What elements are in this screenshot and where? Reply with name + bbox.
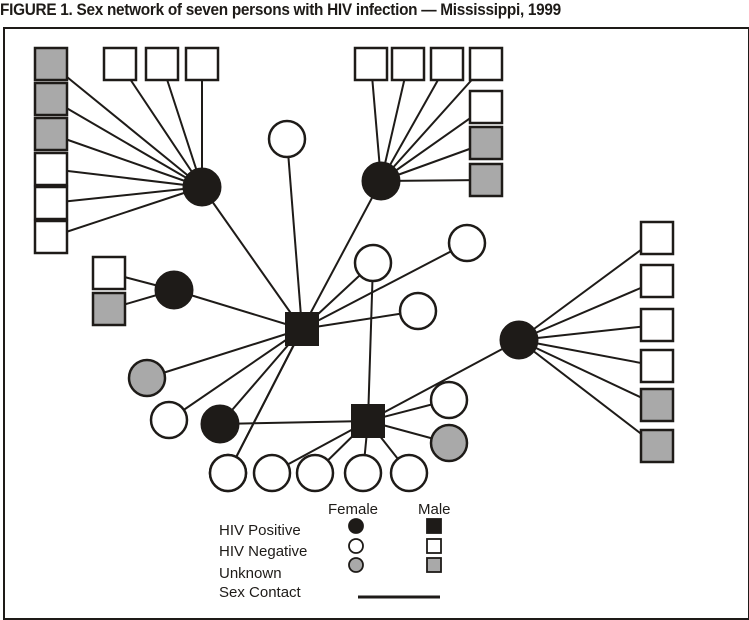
male-negative-node — [639, 307, 675, 343]
male-unknown-node — [639, 387, 675, 423]
female-unknown-node — [127, 358, 167, 398]
legend-female-unknown-symbol — [348, 557, 364, 573]
male-positive-node — [351, 404, 385, 438]
female-negative-node — [429, 380, 469, 420]
legend-female-header: Female — [328, 501, 378, 518]
sex-contact-edge — [518, 339, 658, 447]
sex-contact-edge — [50, 186, 203, 238]
male-unknown-node — [33, 81, 69, 117]
female-unknown-node — [429, 423, 469, 463]
male-negative-node — [639, 348, 675, 384]
female-negative-node — [398, 291, 438, 331]
female-negative-node — [343, 453, 383, 493]
female-negative-node — [389, 453, 429, 493]
legend-female-positive-symbol — [348, 518, 364, 534]
female-negative-node — [353, 243, 393, 283]
legend: Female Male HIV Positive HIV Negative Un… — [219, 501, 451, 601]
sex-contact-edge — [219, 420, 369, 425]
male-positive-node — [285, 312, 319, 346]
female-positive-node — [182, 167, 222, 207]
male-unknown-node — [468, 162, 504, 198]
node-layer — [33, 46, 675, 493]
sex-contact-edge — [518, 237, 658, 341]
sex-contact-edge — [201, 186, 303, 330]
male-negative-node — [353, 46, 389, 82]
sex-contact-edge — [367, 262, 374, 422]
male-negative-node — [102, 46, 138, 82]
legend-female-negative-symbol — [348, 538, 364, 554]
edge-layer — [50, 63, 658, 474]
legend-label-unknown: Unknown — [219, 565, 282, 582]
female-negative-node — [295, 453, 335, 493]
sex-contact-edge — [380, 63, 487, 182]
female-negative-node — [267, 119, 307, 159]
legend-label-positive: HIV Positive — [219, 522, 301, 539]
legend-male-header: Male — [418, 501, 451, 518]
legend-label-contact: Sex Contact — [219, 584, 302, 601]
male-negative-node — [468, 89, 504, 125]
sex-contact-edge — [119, 63, 203, 188]
male-negative-node — [91, 255, 127, 291]
sex-contact-edge — [227, 328, 303, 474]
sex-contact-edge — [380, 106, 487, 182]
legend-male-positive-symbol — [426, 518, 442, 534]
sex-contact-edge — [50, 186, 203, 204]
sex-contact-edge — [367, 339, 520, 422]
sex-contact-edge — [301, 180, 382, 330]
sex-contact-edge — [168, 328, 303, 421]
female-negative-node — [208, 453, 248, 493]
male-unknown-node — [33, 116, 69, 152]
male-negative-node — [184, 46, 220, 82]
male-negative-node — [390, 46, 426, 82]
sex-contact-edge — [518, 324, 658, 341]
male-unknown-node — [639, 428, 675, 464]
male-unknown-node — [468, 125, 504, 161]
legend-male-negative-symbol — [426, 538, 442, 554]
female-negative-node — [447, 223, 487, 263]
sex-contact-edge — [50, 133, 203, 188]
legend-male-unknown-symbol — [426, 557, 442, 573]
female-positive-node — [499, 320, 539, 360]
male-negative-node — [429, 46, 465, 82]
sex-contact-edge — [146, 328, 303, 379]
sex-contact-edge — [161, 63, 203, 188]
male-negative-node — [468, 46, 504, 82]
sex-contact-edge — [50, 63, 203, 188]
sex-contact-edge — [50, 98, 203, 188]
male-negative-node — [639, 220, 675, 256]
male-negative-node — [33, 219, 69, 255]
female-positive-node — [361, 161, 401, 201]
female-negative-node — [252, 453, 292, 493]
female-positive-node — [154, 270, 194, 310]
male-unknown-node — [91, 291, 127, 327]
sex-contact-edge — [50, 168, 203, 188]
sex-contact-edge — [370, 63, 382, 182]
sex-contact-edge — [518, 339, 658, 406]
sex-contact-edge — [301, 242, 468, 330]
sex-contact-edge — [380, 63, 409, 182]
sex-contact-edge — [286, 138, 303, 330]
figure-title: FIGURE 1. Sex network of seven persons w… — [0, 1, 561, 19]
female-negative-node — [149, 400, 189, 440]
male-negative-node — [33, 151, 69, 187]
sex-contact-edge — [380, 63, 448, 182]
sex-contact-edge — [173, 289, 303, 330]
male-unknown-node — [33, 46, 69, 82]
male-negative-node — [33, 185, 69, 221]
sex-contact-edge — [518, 280, 658, 341]
male-negative-node — [144, 46, 180, 82]
sex-contact-edge — [301, 310, 419, 330]
sex-contact-edge — [518, 339, 658, 367]
legend-label-negative: HIV Negative — [219, 543, 307, 560]
male-negative-node — [639, 263, 675, 299]
female-positive-node — [200, 404, 240, 444]
